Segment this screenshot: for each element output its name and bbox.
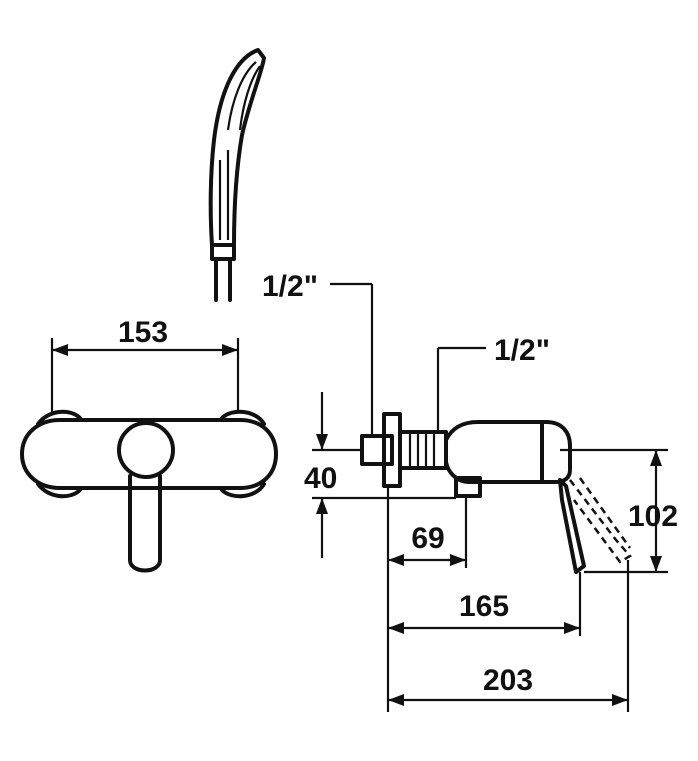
label-203: 203 bbox=[483, 664, 533, 697]
dimension-165: 165 bbox=[388, 572, 582, 636]
dimension-thread-top: 1/2" bbox=[262, 270, 374, 436]
mixer-front-view bbox=[20, 409, 278, 573]
dimension-153: 153 bbox=[50, 316, 240, 412]
label-165: 165 bbox=[459, 590, 509, 623]
dimension-thread-mid: 1/2" bbox=[436, 334, 550, 432]
dimension-69: 69 bbox=[386, 486, 468, 712]
label-40: 40 bbox=[304, 462, 337, 495]
label-thread-top: 1/2" bbox=[262, 270, 318, 303]
label-153: 153 bbox=[118, 316, 168, 349]
mixer-side-view bbox=[360, 412, 632, 574]
label-thread-mid: 1/2" bbox=[494, 334, 550, 367]
label-69: 69 bbox=[411, 522, 444, 555]
dimension-40: 40 bbox=[304, 392, 456, 558]
hand-shower-icon bbox=[208, 48, 266, 302]
dimension-203: 203 bbox=[388, 560, 630, 712]
dimension-102: 102 bbox=[560, 448, 678, 574]
label-102: 102 bbox=[628, 500, 678, 533]
